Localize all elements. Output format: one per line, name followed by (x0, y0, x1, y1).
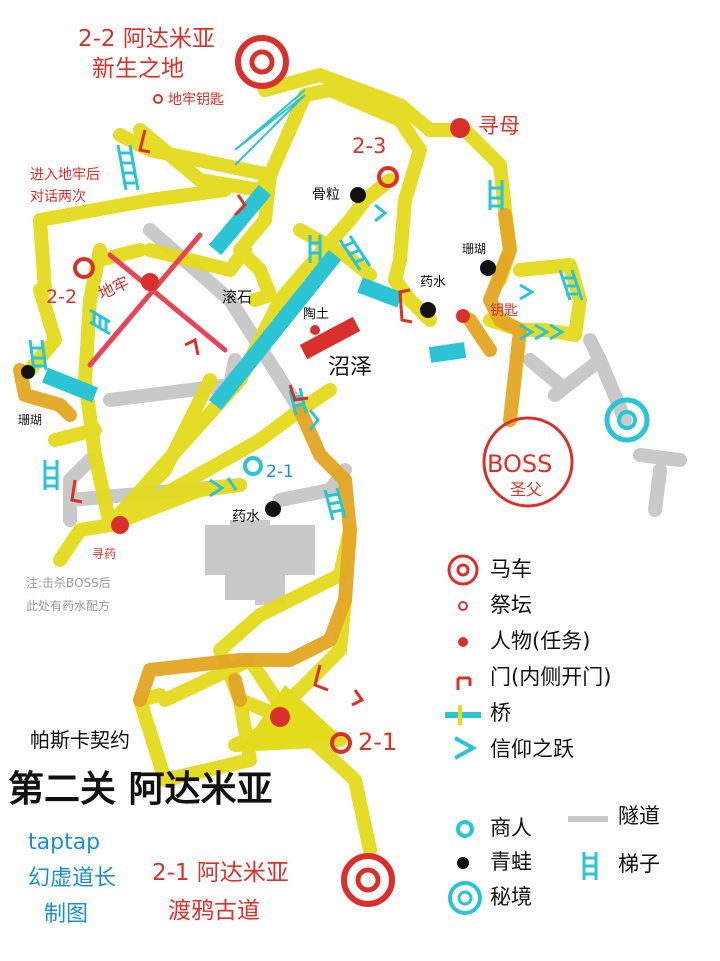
central-plaza (240, 685, 345, 750)
legend-frog: 青蛙 (490, 850, 532, 874)
secret-realm-icons (448, 397, 650, 915)
coral-left-label: 珊瑚 (18, 413, 43, 427)
rolling-stone-label: 滚石 (222, 288, 253, 306)
dungeon-cross (87, 232, 228, 368)
legend-merchant: 商人 (490, 816, 532, 840)
area-2-1-title: 2-1 阿达米亚 (152, 860, 289, 886)
swamp-label: 沼泽 (328, 355, 373, 380)
legend-tunnel: 隧道 (618, 804, 660, 828)
dungeon-key-label: 地牢钥匙 (168, 92, 224, 108)
credit-line2: 幻虚道长 (28, 866, 117, 891)
legend-carriage: 马车 (490, 557, 532, 581)
credit-line1: taptap (28, 830, 101, 855)
legend-door: 门(内侧开门) (490, 665, 612, 689)
tunnel-block (205, 520, 315, 605)
area-2-2-subtitle: 新生之地 (92, 56, 184, 82)
bridges (42, 184, 467, 410)
key-label: 钥匙 (490, 303, 518, 319)
altar-2-2-label: 2-2 (46, 286, 78, 308)
bone-label: 骨粒 (312, 187, 340, 203)
legend-bridge: 桥 (490, 701, 511, 725)
legend-npc-quest: 人物(任务) (490, 629, 591, 653)
potion-mid-label: 药水 (232, 509, 260, 525)
covenant-title: 帕斯卡契约 (30, 728, 130, 752)
carriage-icons (235, 35, 479, 907)
note-line1: 注:击杀BOSS后 (26, 576, 111, 590)
area-2-2-title: 2-2 阿达米亚 (78, 26, 215, 52)
note-line2: 此处有药水配方 (26, 599, 111, 613)
dungeon-hint-line2: 对话两次 (30, 189, 86, 205)
potion-right-label: 药水 (420, 275, 447, 290)
area-2-1-subtitle: 渡鸦古道 (168, 898, 260, 924)
bridge-guides (234, 89, 306, 166)
merchant-2-1-label: 2-1 (266, 462, 294, 482)
seek-medicine-label: 寻药 (92, 547, 117, 561)
frog-icons (21, 187, 496, 869)
pottery-clay-label: 陶土 (303, 307, 330, 322)
legend-altar: 祭坛 (490, 593, 532, 617)
legend-symbols (445, 676, 608, 880)
altar-icons (73, 94, 468, 754)
swamp-bar (299, 316, 361, 360)
chapter-title: 第二关 阿达米亚 (8, 769, 273, 810)
boss-name-label: 圣父 (510, 480, 543, 499)
boss-label: BOSS (487, 450, 553, 478)
legend-ladder: 梯子 (618, 852, 660, 876)
leap-of-faith-marks (209, 203, 565, 498)
seek-mother-label: 寻母 (478, 114, 520, 138)
ladders (28, 144, 584, 521)
legend-leap-of-faith: 信仰之跃 (490, 737, 574, 761)
dungeon-hint-line1: 进入地牢后 (30, 167, 100, 183)
boss-circle (482, 416, 574, 508)
altar-2-3-label: 2-3 (352, 134, 387, 158)
coral-right-label: 珊瑚 (462, 242, 487, 256)
altar-2-1-bottom-label: 2-1 (358, 728, 398, 756)
legend-secret-realm: 秘境 (490, 885, 532, 909)
orange-paths (13, 208, 527, 707)
npc-icons (111, 118, 470, 727)
merchant-icons (243, 456, 474, 838)
doors (70, 129, 413, 707)
credit-line3: 制图 (44, 902, 89, 927)
